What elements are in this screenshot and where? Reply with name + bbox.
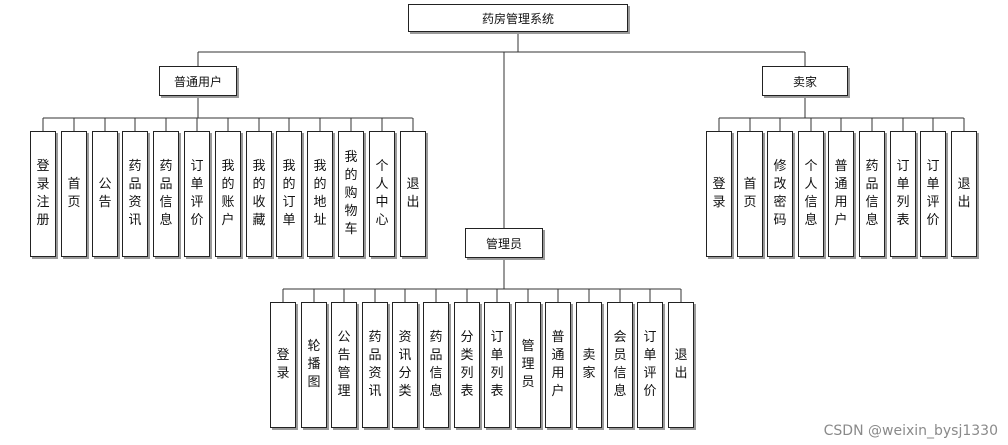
user-child-node: 我的购物车 <box>338 131 364 257</box>
admin-child-node: 公告管理 <box>331 302 357 428</box>
seller-child-node: 普通用户 <box>828 131 854 257</box>
user-child-node: 退出 <box>400 131 426 257</box>
seller-child-node: 登录 <box>706 131 732 257</box>
seller-child-node: 订单评价 <box>920 131 946 257</box>
admin-child-node: 订单评价 <box>637 302 663 428</box>
admin-child-node: 普通用户 <box>545 302 571 428</box>
user-child-node: 登录注册 <box>30 131 56 257</box>
seller-node: 卖家 <box>762 66 848 96</box>
admin-child-node: 会员信息 <box>607 302 633 428</box>
user-child-node: 首页 <box>61 131 87 257</box>
user-node: 普通用户 <box>159 66 237 96</box>
admin-child-node: 登录 <box>270 302 296 428</box>
admin-child-node: 资讯分类 <box>392 302 418 428</box>
user-child-node: 我的订单 <box>276 131 302 257</box>
admin-child-node: 订单列表 <box>484 302 510 428</box>
user-child-node: 我的账户 <box>215 131 241 257</box>
seller-child-node: 个人信息 <box>798 131 824 257</box>
admin-child-node: 分类列表 <box>454 302 480 428</box>
user-child-node: 公告 <box>92 131 118 257</box>
root-node: 药房管理系统 <box>408 4 628 32</box>
seller-child-node: 退出 <box>951 131 977 257</box>
seller-child-node: 修改密码 <box>767 131 793 257</box>
admin-child-node: 药品资讯 <box>362 302 388 428</box>
admin-node: 管理员 <box>465 228 543 258</box>
user-child-node: 药品信息 <box>153 131 179 257</box>
user-child-node: 药品资讯 <box>122 131 148 257</box>
user-child-node: 我的地址 <box>307 131 333 257</box>
admin-child-node: 管理员 <box>515 302 541 428</box>
admin-child-node: 药品信息 <box>423 302 449 428</box>
seller-child-node: 药品信息 <box>859 131 885 257</box>
watermark: CSDN @weixin_bysj1330 <box>823 423 998 439</box>
seller-child-node: 首页 <box>737 131 763 257</box>
admin-child-node: 卖家 <box>576 302 602 428</box>
admin-child-node: 退出 <box>668 302 694 428</box>
admin-child-node: 轮播图 <box>301 302 327 428</box>
user-child-node: 订单评价 <box>184 131 210 257</box>
seller-child-node: 订单列表 <box>890 131 916 257</box>
user-child-node: 个人中心 <box>369 131 395 257</box>
user-child-node: 我的收藏 <box>246 131 272 257</box>
